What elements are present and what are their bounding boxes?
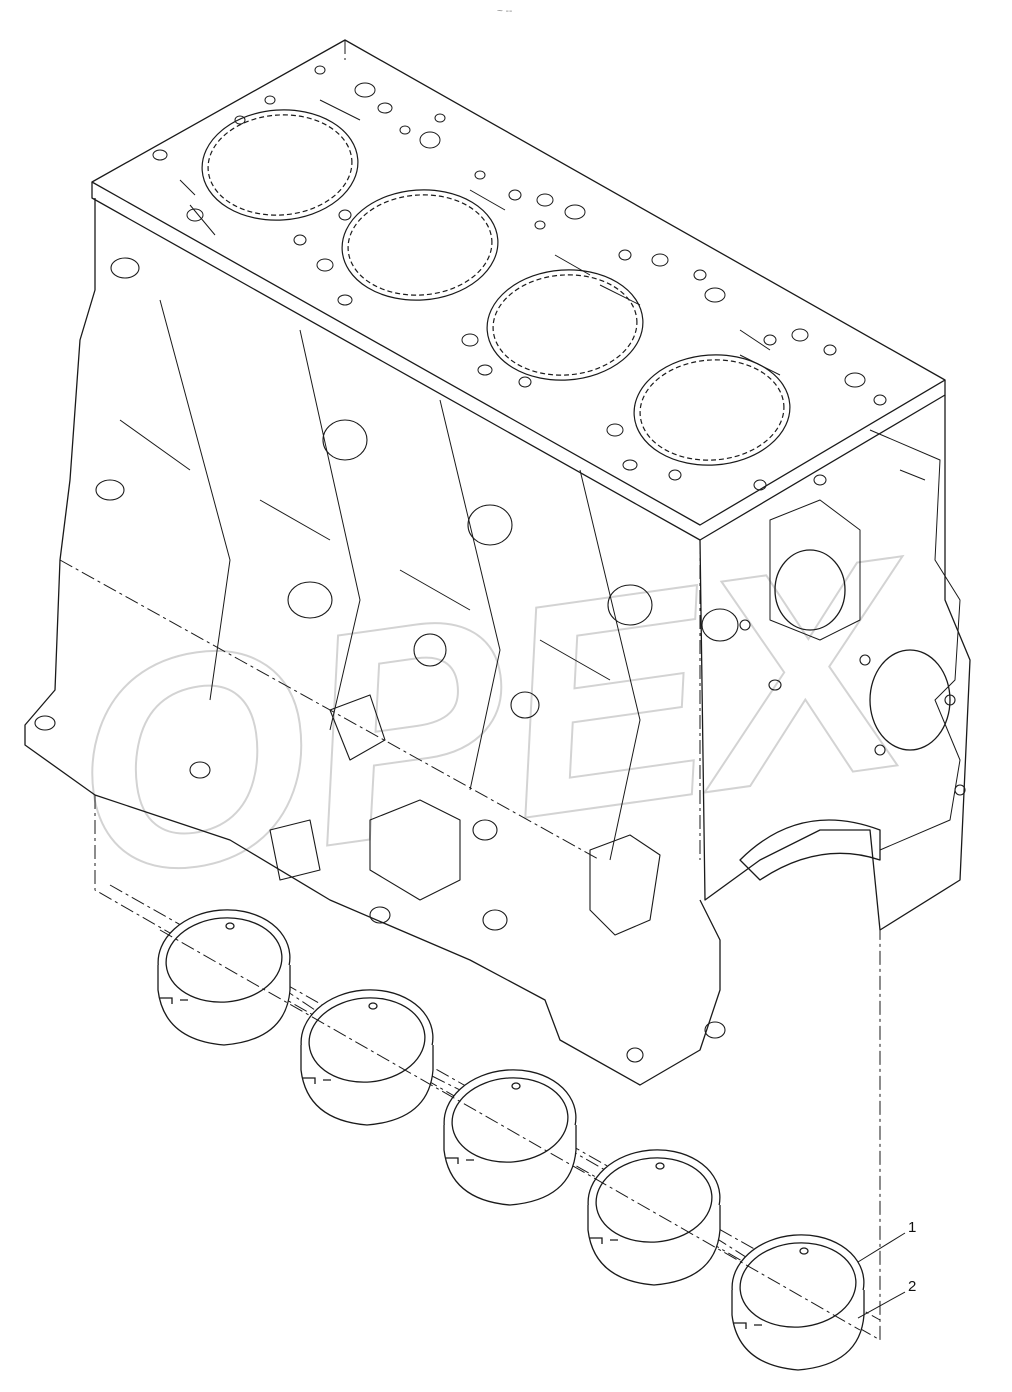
cylinder-bore-2 <box>341 189 499 301</box>
side-pads <box>269 694 661 936</box>
bearing-shell-4 <box>587 1149 721 1286</box>
bearing-shells <box>157 909 865 1371</box>
engine-block <box>24 39 971 1086</box>
cylinder-bore-1 <box>201 109 359 221</box>
cylinder-bore-4 <box>633 354 791 466</box>
callouts <box>857 1232 906 1319</box>
bearing-shell-2 <box>300 989 434 1126</box>
block-ribs <box>119 299 641 861</box>
block-front-face-detail <box>769 429 961 851</box>
bearing-shell-5 <box>731 1234 865 1371</box>
callout-label-1: 1 <box>908 1219 916 1236</box>
front-bearing-bore <box>869 649 951 751</box>
header-mark: ~ -- <box>497 6 512 17</box>
cylinder-bore-3 <box>486 269 644 381</box>
block-right-side <box>699 395 971 931</box>
block-left-side <box>24 198 721 1086</box>
callout-leader-2 <box>857 1291 906 1319</box>
cylinder-bores <box>201 109 791 466</box>
front-bore-upper <box>774 549 846 631</box>
watermark: OPEX <box>52 490 942 943</box>
bearing-shell-3 <box>443 1069 577 1206</box>
side-bosses <box>34 257 966 1063</box>
watermark-text: OPEX <box>53 491 941 942</box>
callout-label-2: 2 <box>908 1278 916 1295</box>
callout-leader-1 <box>857 1232 906 1263</box>
bearing-axis-line <box>159 929 861 1331</box>
block-top-deck-edge <box>91 182 946 541</box>
deck-holes <box>152 65 887 491</box>
main-bearing-saddle <box>739 819 881 881</box>
